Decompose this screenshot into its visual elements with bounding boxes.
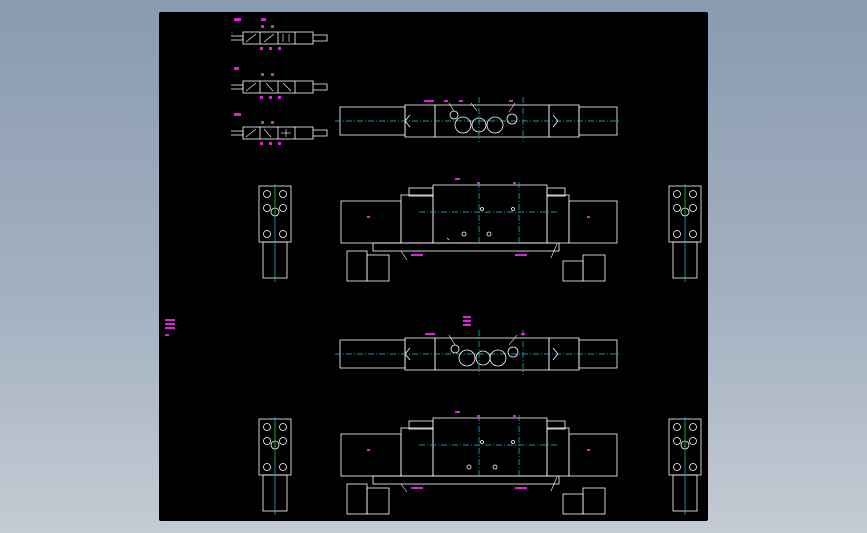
cad-drawing: A — [165, 18, 702, 515]
valve-side-view-lower — [340, 411, 618, 515]
valve-top-view-upper — [335, 97, 621, 142]
svg-text:A: A — [231, 31, 234, 35]
margin-annotation — [165, 319, 175, 336]
symbol-5-3-valve-closed — [231, 67, 328, 99]
valve-end-view-left-upper — [258, 184, 292, 282]
valve-side-view-upper — [340, 178, 618, 282]
valve-end-view-right-lower — [668, 417, 702, 515]
valve-end-view-right-upper — [668, 184, 702, 282]
symbol-5-2-valve: A — [231, 18, 328, 50]
valve-end-view-left-lower — [258, 417, 292, 515]
symbol-5-3-valve-open — [231, 113, 328, 145]
valve-top-view-lower — [335, 316, 621, 375]
cad-viewport[interactable]: A — [159, 12, 708, 521]
